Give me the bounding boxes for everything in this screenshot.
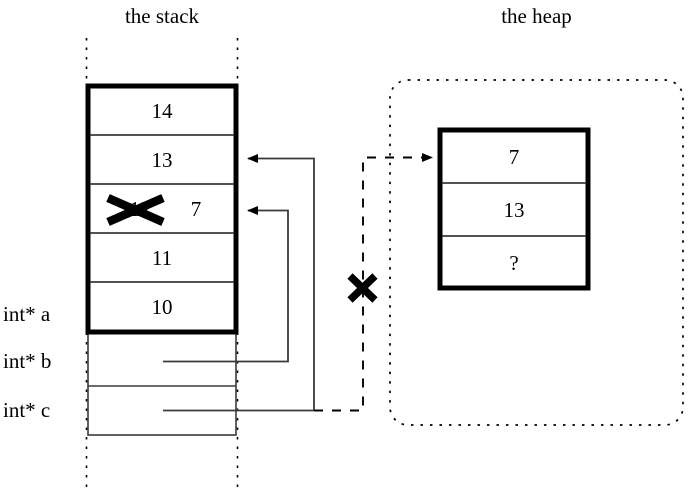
variable-label-b: int* b	[3, 349, 52, 373]
x-strike-icon-stack-cell	[106, 194, 165, 226]
pointer-path-c	[163, 154, 315, 412]
stack-cell-value-1: 13	[151, 148, 173, 172]
stale-pointer-to-heap	[314, 153, 433, 412]
pointer-path-b	[163, 206, 289, 363]
pointer-line-c-to-stack-13	[163, 154, 315, 412]
stack-cell-value-4: 10	[151, 295, 173, 319]
stack-box-outline	[85, 83, 239, 335]
variable-label-c: int* c	[3, 398, 51, 422]
stack-cell-value-2-old: 12	[129, 197, 151, 221]
stack-allocated-box	[85, 83, 239, 335]
stack-variable-rows-outline	[87, 332, 237, 436]
heap-cell-value-2: ?	[509, 251, 519, 275]
heap-box-outline	[437, 127, 591, 291]
stack-region-title: the stack	[124, 4, 200, 28]
heap-cell-value-1: 13	[503, 198, 525, 222]
heap-boundary-rect	[389, 79, 684, 426]
heap-region-boundary	[389, 79, 684, 426]
stack-variable-rows	[87, 332, 237, 436]
pointer-line-b-to-stack-7	[163, 206, 289, 363]
stale-pointer-path	[314, 153, 433, 412]
stack-cell-value-3: 11	[151, 246, 173, 270]
heap-region-title: the heap	[501, 4, 572, 28]
stack-cell-value-2-new: 7	[190, 197, 202, 221]
x-strike-heap-stroke-2	[347, 273, 378, 303]
heap-allocated-box	[437, 127, 591, 291]
stack-cell-value-0: 14	[151, 99, 173, 123]
x-strike-cell-stroke-2	[106, 194, 165, 226]
x-strike-icon-heap-pointer	[347, 273, 378, 303]
heap-cell-value-0: 7	[508, 145, 520, 169]
variable-label-a: int* a	[3, 302, 51, 326]
